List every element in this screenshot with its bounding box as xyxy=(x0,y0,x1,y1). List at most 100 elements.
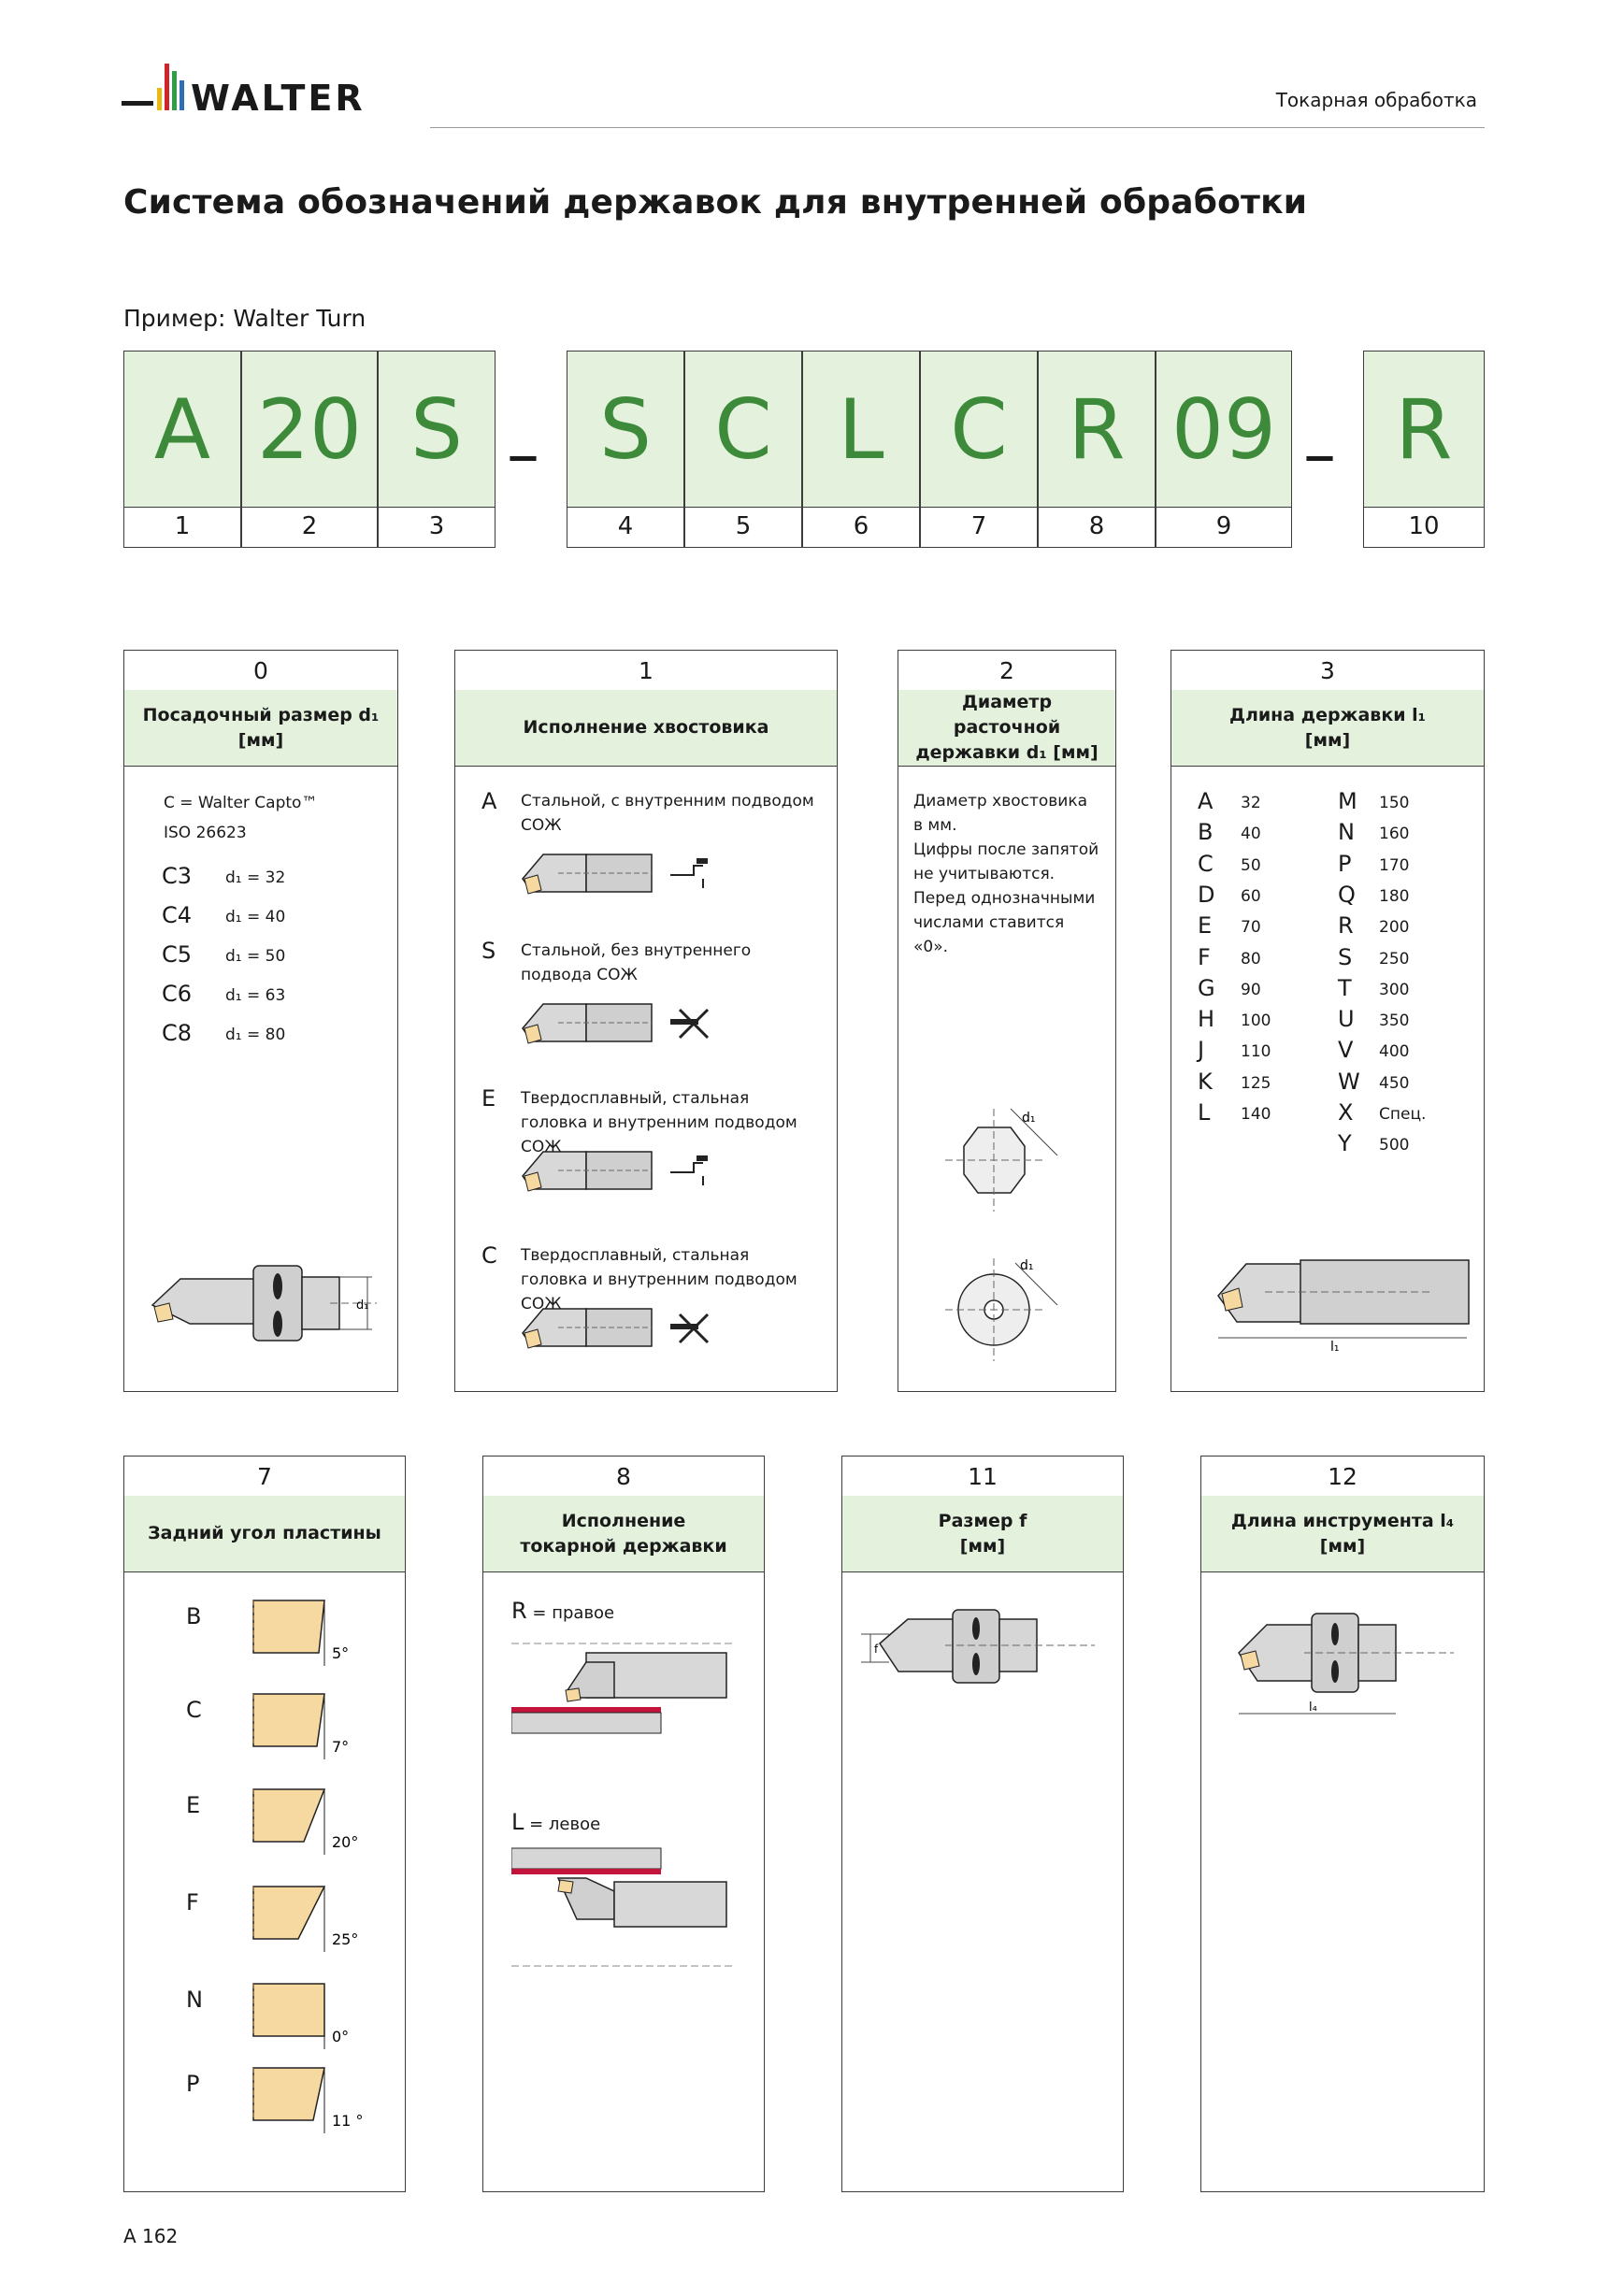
code-letter: S xyxy=(379,352,495,508)
shank-code: E xyxy=(481,1085,496,1112)
panel-number: 7 xyxy=(124,1457,405,1497)
length-code: Q xyxy=(1338,881,1356,908)
panel-number: 1 xyxy=(455,651,837,691)
code-position: 6 xyxy=(853,512,869,540)
length-value: 60 xyxy=(1241,886,1261,906)
walter-logo: WALTER xyxy=(122,58,402,123)
code-position: 1 xyxy=(174,512,191,540)
panel-title: Исполнение хвостовика xyxy=(455,690,837,767)
logo-text: WALTER xyxy=(191,78,366,119)
length-code: M xyxy=(1338,788,1357,814)
shank-drawing xyxy=(522,1308,710,1349)
dim-l4: l₄ xyxy=(1309,1700,1317,1715)
shank-description: Твердосплавный, стальная головка и внутр… xyxy=(521,1246,797,1313)
header-rule xyxy=(430,127,1485,128)
dim-l1: l₁ xyxy=(1330,1340,1340,1352)
capto-holder-drawing: d₁ xyxy=(151,1265,377,1342)
panel-2: 2 Диаметр расточной державки d₁ [мм] Диа… xyxy=(898,650,1116,1392)
code-letter: C xyxy=(685,352,801,508)
insert-angle-drawing: 11 ° xyxy=(252,2067,363,2133)
length-value: 90 xyxy=(1241,980,1261,999)
panel-11: 11 Размер f [мм] f xyxy=(841,1456,1124,2192)
size-value: d₁ = 40 xyxy=(225,908,286,926)
code-position: 10 xyxy=(1408,512,1440,540)
panel-title: Размер f [мм] xyxy=(842,1496,1123,1572)
length-code: V xyxy=(1338,1037,1354,1064)
angle-code: E xyxy=(186,1792,201,1818)
dim-f: f xyxy=(874,1643,879,1656)
shank-drawing xyxy=(522,854,708,895)
panel-8: 8 Исполнение токарной державки R = право… xyxy=(482,1456,765,2192)
note-line: Цифры после запятой xyxy=(913,840,1099,859)
length-value: 250 xyxy=(1379,949,1410,969)
length-value: 150 xyxy=(1379,794,1410,812)
length-value: 180 xyxy=(1379,886,1410,906)
length-code: A xyxy=(1198,788,1214,814)
length-code: Y xyxy=(1338,1130,1352,1157)
capto-label: C = Walter Capto™ xyxy=(164,794,318,812)
angle-value: 0° xyxy=(332,2028,349,2045)
right-hand-label: R = правое xyxy=(511,1599,614,1626)
length-value: 140 xyxy=(1241,1105,1271,1124)
length-value: 500 xyxy=(1379,1136,1410,1155)
length-code: B xyxy=(1198,819,1214,846)
code-letter: S xyxy=(567,352,683,508)
length-code: D xyxy=(1198,881,1215,908)
length-code: K xyxy=(1198,1068,1213,1095)
left-code: L xyxy=(511,1809,524,1835)
insert-angle-drawing: 0° xyxy=(252,1983,349,2049)
panel-0: 0 Посадочный размер d₁ [мм] C = Walter C… xyxy=(123,650,398,1392)
left-hand-label: L = левое xyxy=(511,1810,600,1837)
tool-length-drawing: l₄ xyxy=(1238,1613,1454,1715)
length-code: E xyxy=(1198,912,1213,940)
size-value: d₁ = 63 xyxy=(225,986,286,1005)
angle-value: 7° xyxy=(332,1738,349,1756)
length-code: F xyxy=(1198,943,1211,970)
panel-title: Посадочный размер d₁ [мм] xyxy=(124,690,397,767)
angle-code: F xyxy=(186,1889,199,1916)
angle-value: 25° xyxy=(332,1930,358,1948)
panel-title: Исполнение токарной державки xyxy=(483,1496,764,1572)
length-code: T xyxy=(1338,974,1352,1001)
length-value: 32 xyxy=(1241,794,1261,812)
left-hand-drawing xyxy=(511,1847,736,1967)
insert-angle-drawing: 25° xyxy=(252,1886,358,1952)
size-code: C6 xyxy=(162,981,193,1007)
note-line: в мм. xyxy=(913,816,957,835)
panel-number: 2 xyxy=(898,651,1115,691)
shank-description: Стальной, без внутреннего подвода СОЖ xyxy=(521,941,752,984)
length-code: G xyxy=(1198,974,1215,1001)
length-code: X xyxy=(1338,1099,1354,1126)
shank-drawing xyxy=(522,1003,710,1044)
page-number: A 162 xyxy=(123,2225,179,2247)
code-letter: 09 xyxy=(1156,352,1291,508)
code-position: 3 xyxy=(428,512,445,540)
length-value: 450 xyxy=(1379,1073,1410,1093)
holder-length-drawing: l₁ xyxy=(1217,1259,1470,1352)
right-hand-drawing xyxy=(511,1643,736,1734)
size-value: d₁ = 80 xyxy=(225,1026,286,1044)
panel-number: 0 xyxy=(124,651,397,691)
panel-title: Длина инструмента l₄ [мм] xyxy=(1201,1496,1484,1572)
angle-code: N xyxy=(186,1987,203,2013)
angle-value: 11 ° xyxy=(332,2112,363,2130)
panel-title: Диаметр расточной державки d₁ [мм] xyxy=(898,690,1115,767)
code-dash: – xyxy=(1303,416,1336,493)
length-code: S xyxy=(1338,943,1353,970)
length-code: C xyxy=(1198,850,1214,877)
length-value: 300 xyxy=(1379,980,1410,999)
example-label: Пример: Walter Turn xyxy=(123,305,366,332)
angle-code: P xyxy=(186,2071,200,2097)
size-value: d₁ = 50 xyxy=(225,947,286,966)
length-code: J xyxy=(1198,1037,1205,1064)
shank-code: C xyxy=(481,1242,497,1269)
size-code: C3 xyxy=(162,863,193,889)
right-code: R xyxy=(511,1598,527,1624)
